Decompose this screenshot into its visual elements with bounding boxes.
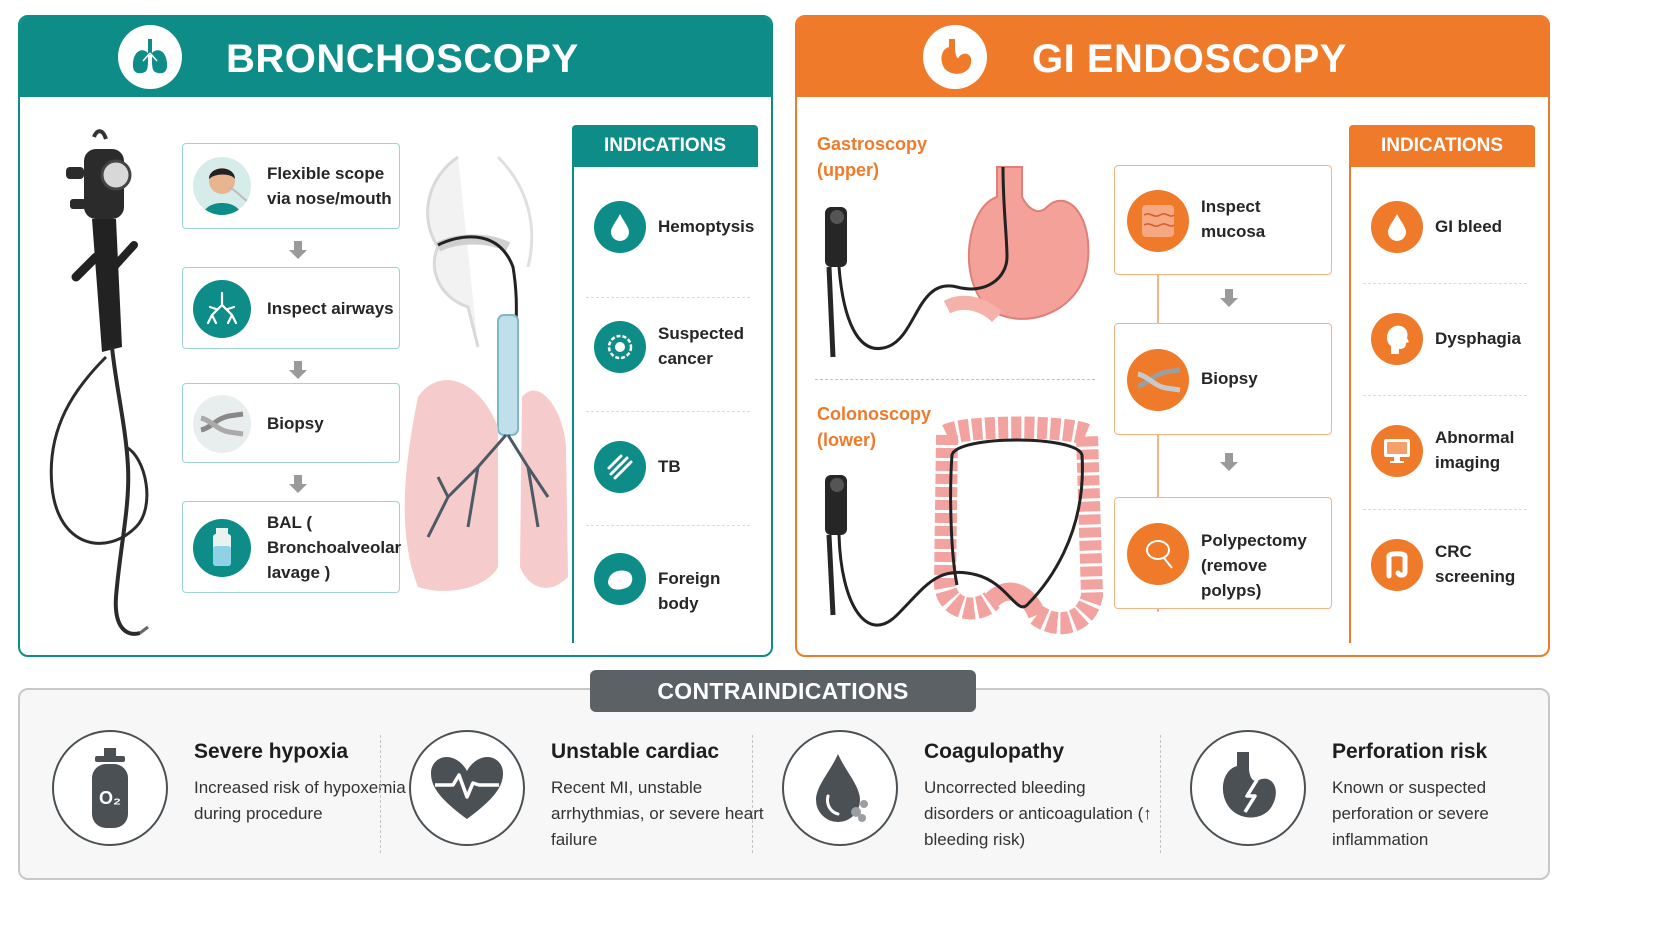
- indications-header: INDICATIONS: [572, 125, 758, 167]
- bronchoscopy-header: BRONCHOSCOPY: [20, 17, 771, 97]
- airway-anatomy-illustration: [404, 155, 568, 591]
- step-inspect-mucosa: Inspect mucosa: [1114, 165, 1332, 275]
- indication-item: Suspected cancer: [594, 321, 764, 401]
- divider: [1363, 283, 1527, 284]
- indications-rule: [1349, 167, 1351, 643]
- indication-label: TB: [658, 457, 681, 476]
- colon-icon: [1371, 539, 1423, 591]
- droplet-icon: [594, 201, 646, 253]
- indication-label: Dysphagia: [1435, 329, 1521, 348]
- divider: [1160, 735, 1161, 853]
- heart-ecg-icon: [409, 730, 525, 846]
- step-inspect-airways: Inspect airways: [182, 267, 400, 349]
- section-divider: [815, 379, 1095, 380]
- step-label: Inspect airways: [267, 299, 394, 318]
- lungs-icon: [118, 25, 182, 89]
- indication-label: Abnormal imaging: [1435, 428, 1515, 472]
- airway-tree-icon: [193, 280, 251, 338]
- step-biopsy-gi: Biopsy: [1114, 323, 1332, 435]
- contraindications-header: CONTRAINDICATIONS: [590, 670, 976, 712]
- head-profile-icon: [1371, 313, 1423, 365]
- contraindication-item: Coagulopathy Uncorrected bleeding disord…: [782, 730, 1152, 860]
- gastroscopy-illustration: [825, 166, 1090, 358]
- patient-head-icon: [193, 157, 251, 215]
- indication-item: Abnormal imaging: [1371, 425, 1541, 505]
- monitor-icon: [1371, 425, 1423, 477]
- blood-drop-icon: [782, 730, 898, 846]
- indication-label: GI bleed: [1435, 217, 1503, 236]
- indication-item: GI bleed: [1371, 201, 1541, 281]
- divider: [380, 735, 381, 853]
- contraindication-desc: Uncorrected bleeding disorders or antico…: [924, 778, 1152, 849]
- contraindication-item: O₂ Severe hypoxia Increased risk of hypo…: [52, 730, 406, 860]
- indication-item: TB: [594, 441, 764, 521]
- indication-item: Dysphagia: [1371, 313, 1541, 393]
- contraindication-desc: Recent MI, unstable arrhythmias, or seve…: [551, 778, 764, 849]
- divider: [586, 297, 750, 298]
- stomach-perforation-icon: [1190, 730, 1306, 846]
- step-biopsy: Biopsy: [182, 383, 400, 463]
- bronchoscopy-title: BRONCHOSCOPY: [226, 37, 579, 81]
- indication-label: CRC screening: [1435, 542, 1516, 586]
- indication-item: CRC screening: [1371, 539, 1541, 619]
- step-flexible-scope: Flexible scope via nose/mouth: [182, 143, 400, 229]
- step-label: Inspect mucosa: [1201, 197, 1266, 241]
- colonoscopy-illustration: [825, 416, 1104, 635]
- indications-rule: [572, 167, 574, 643]
- divider: [586, 525, 750, 526]
- step-label: Biopsy: [267, 414, 324, 433]
- step-label: Polypectomy (remove polyps): [1201, 531, 1307, 600]
- step-label: Flexible scope via nose/mouth: [267, 164, 392, 208]
- divider: [752, 735, 753, 853]
- indication-item: Foreign body: [594, 553, 764, 633]
- foreign-body-icon: [594, 553, 646, 605]
- divider: [586, 411, 750, 412]
- bacteria-icon: [594, 441, 646, 493]
- cancer-cell-icon: [594, 321, 646, 373]
- contraindication-title: Coagulopathy: [924, 740, 1064, 763]
- bronchoscopy-indications: INDICATIONS Hemoptysis Suspected cancer: [572, 125, 758, 645]
- step-polypectomy: Polypectomy (remove polyps): [1114, 497, 1332, 609]
- svg-text:O₂: O₂: [99, 788, 121, 808]
- colonoscopy-label: Colonoscopy (lower): [817, 404, 932, 450]
- gastroscopy-label: Gastroscopy (upper): [817, 134, 928, 180]
- bronchoscope-illustration: [49, 129, 149, 636]
- contraindication-item: Perforation risk Known or suspected perf…: [1190, 730, 1530, 860]
- droplet-icon: [1371, 201, 1423, 253]
- bronchoscopy-panel: BRONCHOSCOPY Flexible scope via nose/mou…: [18, 15, 773, 657]
- indication-label: Hemoptysis: [658, 217, 755, 236]
- divider: [1363, 395, 1527, 396]
- contraindication-item: Unstable cardiac Recent MI, unstable arr…: [409, 730, 764, 860]
- biopsy-forceps-icon: [1127, 349, 1189, 411]
- step-label: Biopsy: [1201, 369, 1258, 388]
- indication-item: Hemoptysis: [594, 201, 764, 281]
- gi-header: GI ENDOSCOPY: [797, 17, 1548, 97]
- stomach-icon: [923, 25, 987, 89]
- gi-indications: INDICATIONS GI bleed Dysphagia Abnormal …: [1349, 125, 1535, 645]
- gi-endoscopy-panel: GI ENDOSCOPY Gastroscopy (upper) Colonos…: [795, 15, 1550, 657]
- contraindication-desc: Known or suspected perforation or severe…: [1332, 778, 1489, 849]
- step-bal: BAL ( Bronchoalveolar lavage ): [182, 501, 402, 593]
- contraindication-title: Unstable cardiac: [551, 740, 720, 763]
- oxygen-tank-icon: O₂: [52, 730, 168, 846]
- divider: [1363, 509, 1527, 510]
- specimen-vial-icon: [193, 519, 251, 577]
- indication-label: Suspected cancer: [658, 324, 744, 368]
- gi-title: GI ENDOSCOPY: [1032, 37, 1347, 81]
- biopsy-forceps-icon: [193, 395, 251, 453]
- contraindication-title: Perforation risk: [1332, 740, 1488, 763]
- indications-header: INDICATIONS: [1349, 125, 1535, 167]
- contraindication-desc: Increased risk of hypoxemia during proce…: [194, 778, 406, 823]
- mucosa-icon: [1127, 190, 1189, 252]
- step-label: BAL ( Bronchoalveolar lavage ): [267, 513, 402, 582]
- indication-label: Foreign body: [658, 569, 721, 613]
- contraindication-title: Severe hypoxia: [194, 740, 349, 763]
- snare-loop-icon: [1127, 523, 1189, 585]
